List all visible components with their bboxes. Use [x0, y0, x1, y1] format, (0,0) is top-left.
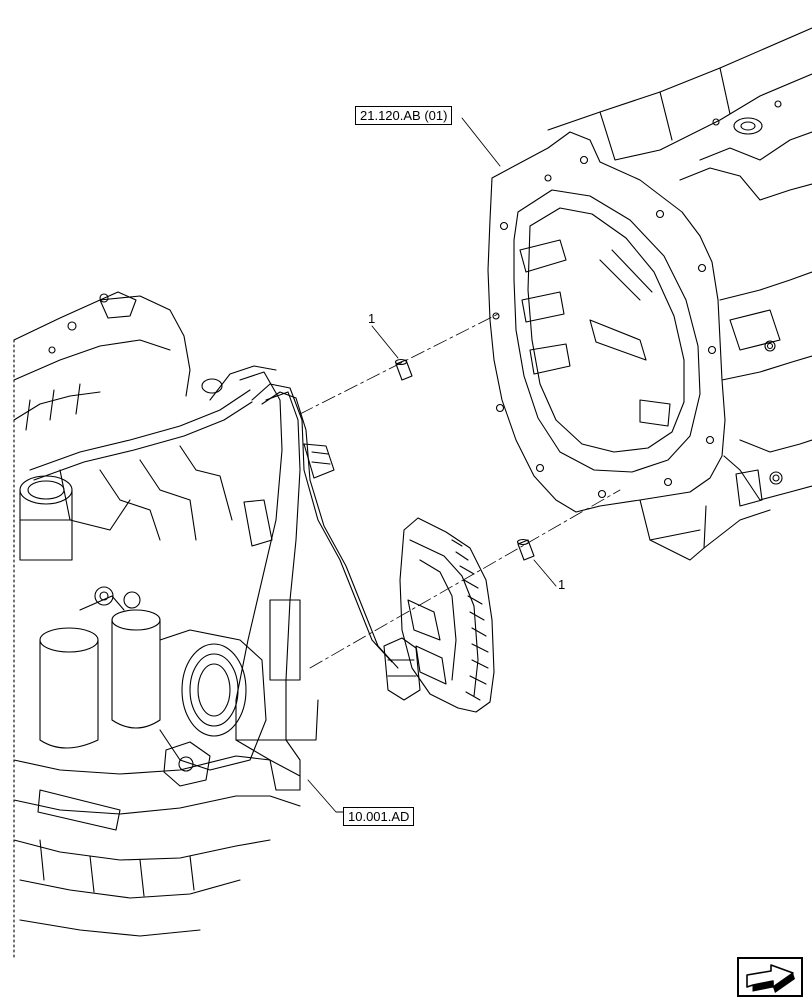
- reference-link-transmission-housing[interactable]: 21.120.AB (01): [355, 106, 453, 125]
- transmission-housing: [487, 27, 812, 561]
- engine-control-module: [383, 517, 495, 713]
- callout-dowel-lower: 1: [558, 577, 566, 592]
- dowel-pin-upper: [394, 358, 413, 381]
- callout-dowel-upper: 1: [368, 311, 376, 326]
- alignment-lines: [299, 313, 621, 669]
- leader-lines: [307, 117, 557, 813]
- reference-link-engine[interactable]: 10.001.AD: [343, 807, 415, 826]
- dowel-pin-lower: [516, 538, 535, 561]
- engine-block: [13, 291, 399, 961]
- next-page-arrow-icon[interactable]: [737, 957, 803, 997]
